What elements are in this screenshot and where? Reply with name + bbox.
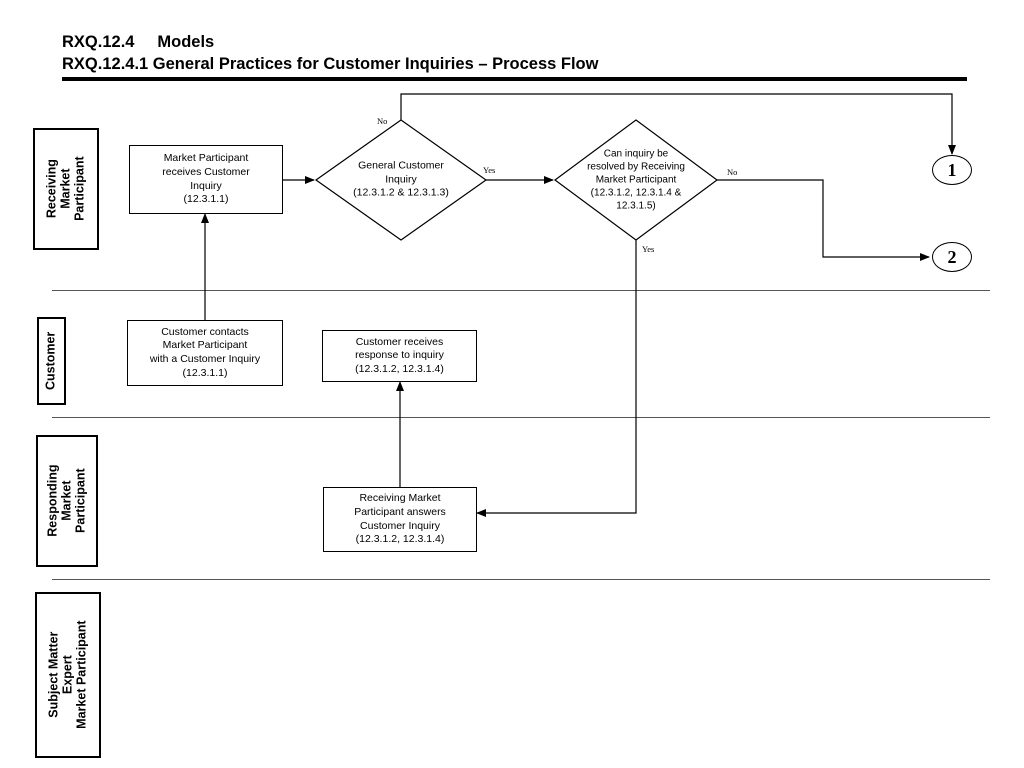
- arrow-yes-to-answers: [476, 240, 637, 517]
- lane-label-receiving: Receiving Market Participant: [33, 128, 99, 250]
- process-mp-receives-inquiry: Market Participant receives Customer Inq…: [129, 145, 283, 214]
- label-yes-resolve: Yes: [642, 244, 655, 254]
- label-no-resolve: No: [727, 167, 738, 177]
- connector-2: 2: [932, 242, 972, 272]
- lane-divider-2: [52, 417, 990, 418]
- process-customer-receives-response: Customer receives response to inquiry (1…: [322, 330, 477, 382]
- decision-general-inquiry-text: General Customer Inquiry (12.3.1.2 & 12.…: [353, 159, 449, 199]
- label-yes-general: Yes: [483, 165, 496, 175]
- decision-can-resolve-text: Can inquiry be resolved by Receiving Mar…: [587, 148, 685, 212]
- title-rule: [62, 77, 967, 81]
- lane-label-responding: Responding Market Participant: [36, 435, 98, 567]
- lane-divider-3: [52, 579, 990, 580]
- decision-general-inquiry-shape: [314, 119, 488, 241]
- process-customer-contacts: Customer contacts Market Participant wit…: [127, 320, 283, 386]
- arrow-no-to-connector-1: [400, 93, 956, 155]
- process-rmp-answers: Receiving Market Participant answers Cus…: [323, 487, 477, 552]
- lane-label-customer: Customer: [37, 317, 66, 405]
- heading-section: RXQ.12.4 Models: [62, 33, 215, 51]
- lane-divider-1: [52, 290, 990, 291]
- lane-label-sme: Subject Matter Expert Market Participant: [35, 592, 101, 758]
- label-no-top: No: [377, 116, 388, 126]
- heading-subsection: RXQ.12.4.1 General Practices for Custome…: [62, 55, 599, 73]
- arrow-no-to-connector-2: [717, 179, 930, 261]
- connector-1: 1: [932, 155, 972, 185]
